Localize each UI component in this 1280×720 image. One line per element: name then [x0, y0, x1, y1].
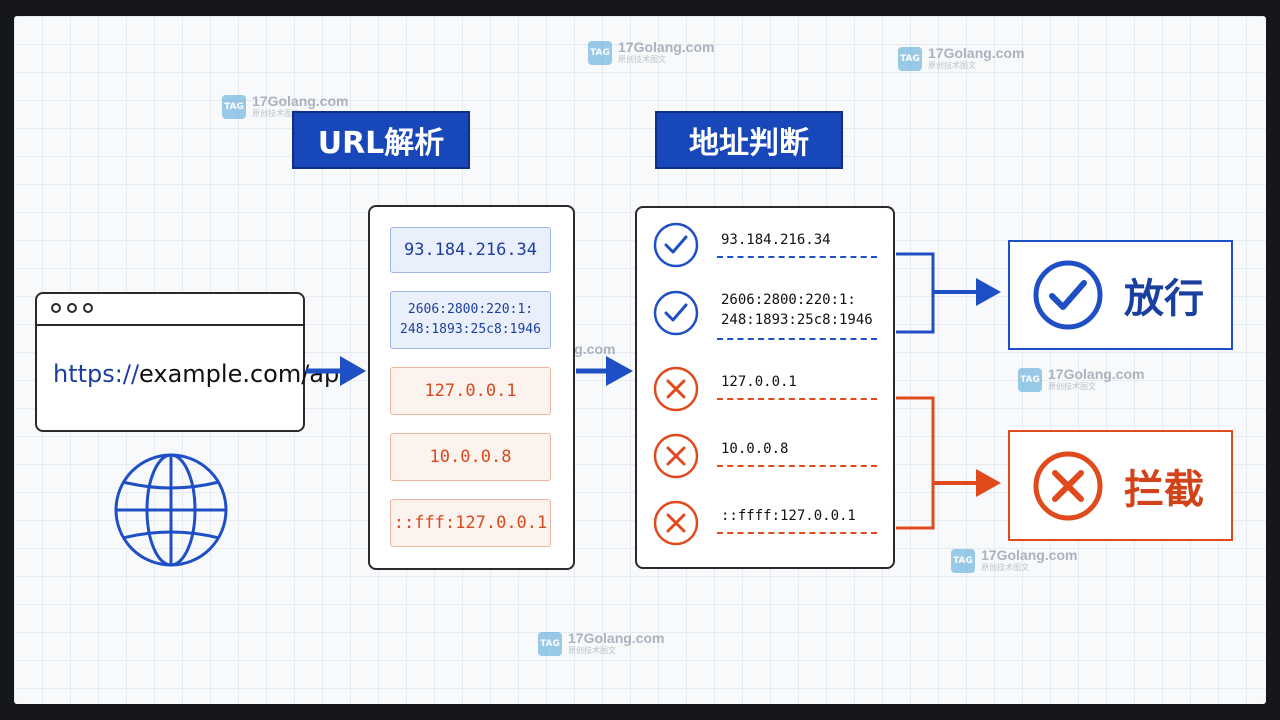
parsed-address-item: ::fff:127.0.0.1	[390, 499, 551, 547]
dashed-separator	[717, 398, 877, 400]
check-circle-icon	[1033, 260, 1103, 330]
judged-address: 10.0.0.8	[721, 441, 789, 457]
globe-icon	[114, 453, 228, 567]
arrow-browser-to-parse	[306, 356, 366, 386]
window-dot-icon	[83, 303, 93, 313]
watermark-logo-icon: TAG	[951, 548, 975, 573]
parsed-address-item: 10.0.0.8	[390, 433, 551, 481]
allow-label: 放行	[1124, 276, 1204, 322]
dashed-separator	[717, 465, 877, 467]
window-dot-icon	[67, 303, 77, 313]
url-parse-title: URL解析	[292, 111, 470, 169]
watermark-logo-icon: TAG	[538, 631, 562, 656]
block-bracket	[896, 396, 982, 530]
allow-result: 放行	[1008, 240, 1233, 350]
parsed-address-item: 2606:2800:220:1: 248:1893:25c8:1946	[390, 291, 551, 349]
dashed-separator	[717, 532, 877, 534]
url-host-path: example.com/api	[139, 360, 346, 388]
watermark-logo-icon: TAG	[588, 40, 612, 65]
watermark-logo-icon: TAG	[898, 46, 922, 71]
block-result: 拦截	[1008, 430, 1233, 541]
window-dot-icon	[51, 303, 61, 313]
x-circle-icon	[653, 433, 699, 479]
check-circle-icon	[653, 222, 699, 268]
dashed-separator	[717, 256, 877, 258]
check-circle-icon	[653, 290, 699, 336]
judged-address: 93.184.216.34	[721, 232, 831, 248]
watermark-logo-icon: TAG	[1018, 367, 1042, 392]
allow-bracket	[896, 252, 982, 334]
address-judgment-panel: 93.184.216.34 2606:2800:220:1: 248:1893:…	[635, 206, 895, 569]
block-arrowhead	[976, 469, 1001, 497]
request-url: https://example.com/api	[53, 360, 346, 388]
judged-address: ::ffff:127.0.0.1	[721, 508, 856, 524]
block-label: 拦截	[1124, 466, 1204, 513]
parsed-address-panel: 93.184.216.34 2606:2800:220:1: 248:1893:…	[368, 205, 575, 570]
parsed-address-item: 127.0.0.1	[390, 367, 551, 415]
url-scheme: https://	[53, 360, 140, 388]
address-judge-title: 地址判断	[655, 111, 843, 169]
browser-toolbar-divider	[37, 324, 303, 326]
x-circle-icon	[653, 366, 699, 412]
x-circle-icon	[653, 500, 699, 546]
watermark-logo-icon: TAG	[222, 94, 246, 119]
browser-window: https://example.com/api	[35, 292, 346, 432]
allow-arrowhead	[976, 278, 1001, 306]
dashed-separator	[717, 338, 877, 340]
judged-address: 2606:2800:220:1: 248:1893:25c8:1946	[721, 292, 873, 328]
parsed-address-item: 93.184.216.34	[390, 227, 551, 273]
judged-address: 127.0.0.1	[721, 374, 797, 390]
arrow-parse-to-judge	[576, 356, 633, 386]
x-circle-icon	[1033, 451, 1103, 520]
